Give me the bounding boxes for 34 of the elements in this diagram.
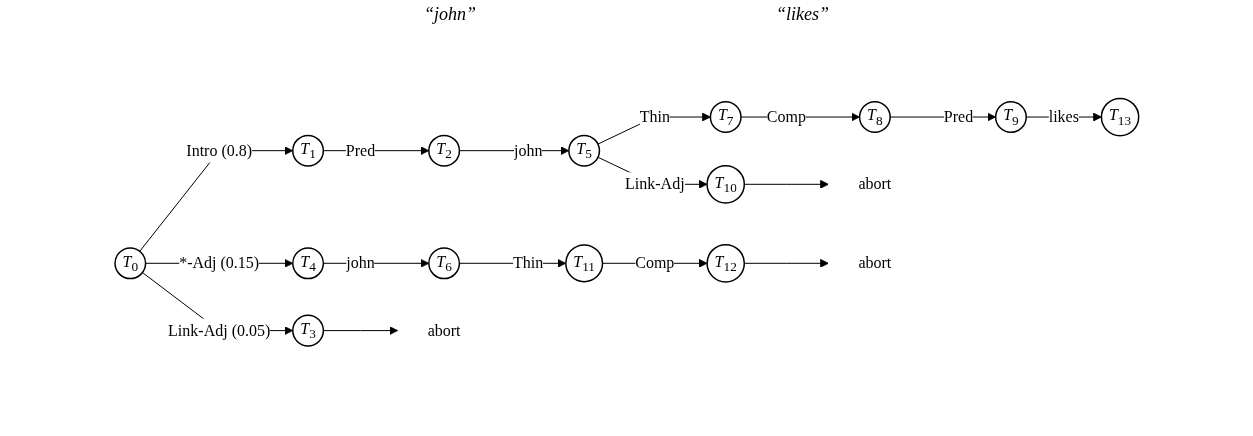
arrow [743, 258, 829, 268]
node-circle: T$_{0}$ [113, 247, 146, 280]
node-text: abort [858, 254, 891, 272]
edge-label: Link-Adj [624, 175, 685, 193]
node-circle: T$_{1}$ [291, 134, 324, 167]
edge-label: john [513, 141, 543, 159]
node-circle: T$_{10}$ [706, 164, 745, 204]
node-circle: T$_{9}$ [994, 101, 1027, 134]
edge-label: john [345, 254, 375, 272]
node-circle: T$_{7}$ [709, 101, 742, 134]
node-circle: T$_{4}$ [291, 247, 324, 280]
edge-label: Thin [512, 254, 543, 272]
edge-label: *-Adj (0.15) [178, 254, 259, 272]
node-circle: T$_{11}$ [564, 244, 603, 283]
span-label: “john” [423, 3, 476, 25]
node-circle: T$_{13}$ [1100, 97, 1140, 137]
node-circle: T$_{12}$ [706, 243, 745, 283]
node-text: abort [427, 321, 461, 339]
node-text: abort [858, 175, 891, 193]
edge-label: Pred [943, 108, 973, 126]
node-circle: T$_{2}$ [427, 134, 460, 167]
node-circle: T$_{5}$ [567, 134, 600, 167]
span-label: “likes” [776, 3, 829, 25]
edge-label: Link-Adj (0.05) [167, 321, 270, 339]
node-circle: T$_{6}$ [427, 247, 460, 280]
edge-label: Pred [345, 141, 375, 159]
node-circle: T$_{8}$ [858, 101, 891, 134]
edge-label: Thin [639, 108, 670, 126]
arrow [743, 179, 829, 189]
node-circle: T$_{3}$ [291, 314, 324, 347]
edge-label: Intro (0.8) [185, 141, 252, 159]
edge-label: Comp [766, 108, 806, 126]
edge-label: likes [1048, 108, 1079, 126]
edge-label: Comp [634, 254, 675, 272]
